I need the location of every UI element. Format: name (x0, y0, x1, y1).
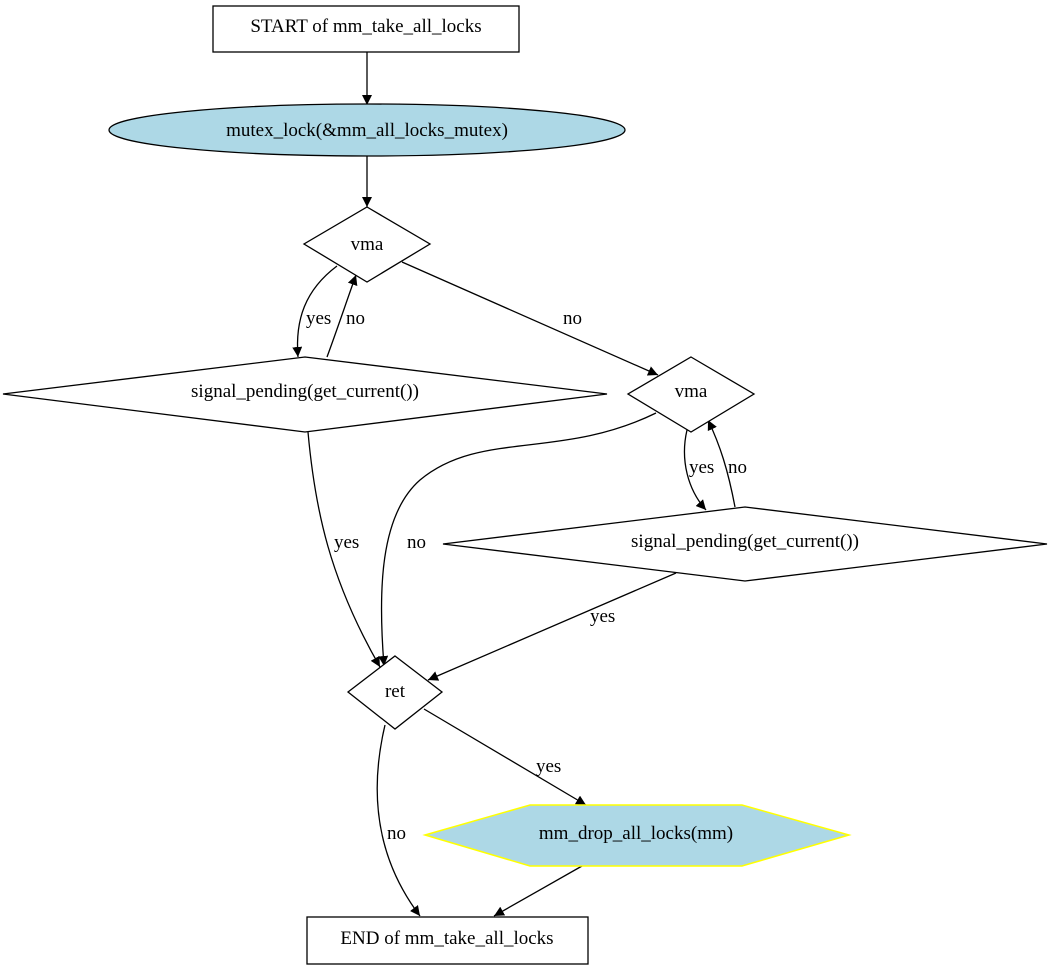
edge-label-ret-end: no (387, 823, 406, 844)
edge-label-sig2-vma2: no (728, 457, 747, 478)
edge-label-vma1-vma2: no (563, 308, 582, 329)
end-box (306, 916, 589, 965)
node-mutex-lock: mutex_lock(&mm_all_locks_mutex) (108, 103, 626, 157)
mutex-label: mutex_lock(&mm_all_locks_mutex) (226, 120, 508, 141)
ret-diamond (346, 655, 444, 730)
edge-vma1-to-sig1-yes (292, 265, 338, 358)
edge-label-sig2-ret: yes (590, 606, 615, 627)
node-start: START of mm_take_all_locks (212, 5, 520, 53)
sig1-label: signal_pending(get_current()) (191, 381, 419, 402)
sig1-diamond (2, 356, 608, 433)
node-vma-1: vma (302, 206, 432, 283)
edge-sig2-to-ret-yes (427, 572, 677, 681)
drop-label: mm_drop_all_locks(mm) (539, 823, 733, 844)
sig2-label: signal_pending(get_current()) (631, 531, 859, 552)
node-vma-2: vma (626, 356, 756, 433)
sig2-diamond (442, 506, 1048, 582)
start-label: START of mm_take_all_locks (250, 16, 481, 37)
node-signal-pending-2: signal_pending(get_current()) (442, 506, 1048, 582)
vma2-label: vma (675, 381, 708, 402)
edge-label-sig1-vma1: no (346, 308, 365, 329)
vma1-diamond (302, 206, 432, 283)
mutex-ellipse (108, 103, 626, 157)
edge-sig1-to-vma1-no (326, 274, 358, 358)
node-signal-pending-1: signal_pending(get_current()) (2, 356, 608, 433)
end-label: END of mm_take_all_locks (340, 928, 553, 949)
node-end: END of mm_take_all_locks (306, 916, 589, 965)
edges (292, 52, 736, 917)
start-box (212, 5, 520, 53)
edge-drop-to-end (493, 865, 583, 917)
edge-label-vma1-sig1: yes (306, 308, 331, 329)
edge-label-vma2-sig2: yes (689, 457, 714, 478)
edge-ret-to-end-no (376, 724, 421, 917)
vma2-diamond (626, 356, 756, 433)
node-mm-drop-all-locks: mm_drop_all_locks(mm) (422, 804, 852, 867)
drop-hexagon (422, 804, 852, 867)
edge-label-ret-drop: yes (536, 756, 561, 777)
edge-vma2-to-ret-no (378, 412, 657, 667)
edge-label-sig1-ret: yes (334, 532, 359, 553)
edge-label-vma2-ret: no (407, 532, 426, 553)
ret-label: ret (385, 681, 406, 702)
node-ret: ret (346, 655, 444, 730)
edge-sig1-to-ret-yes (307, 431, 381, 668)
edge-vma2-to-sig2-yes (683, 429, 707, 511)
edge-ret-to-drop-yes (423, 708, 587, 806)
edge-sig2-to-vma2-no (707, 419, 736, 508)
edge-vma1-to-vma2-no (401, 261, 659, 376)
edge-labels: yes no no yes yes no no yes yes no (306, 308, 747, 844)
vma1-label: vma (351, 234, 384, 255)
